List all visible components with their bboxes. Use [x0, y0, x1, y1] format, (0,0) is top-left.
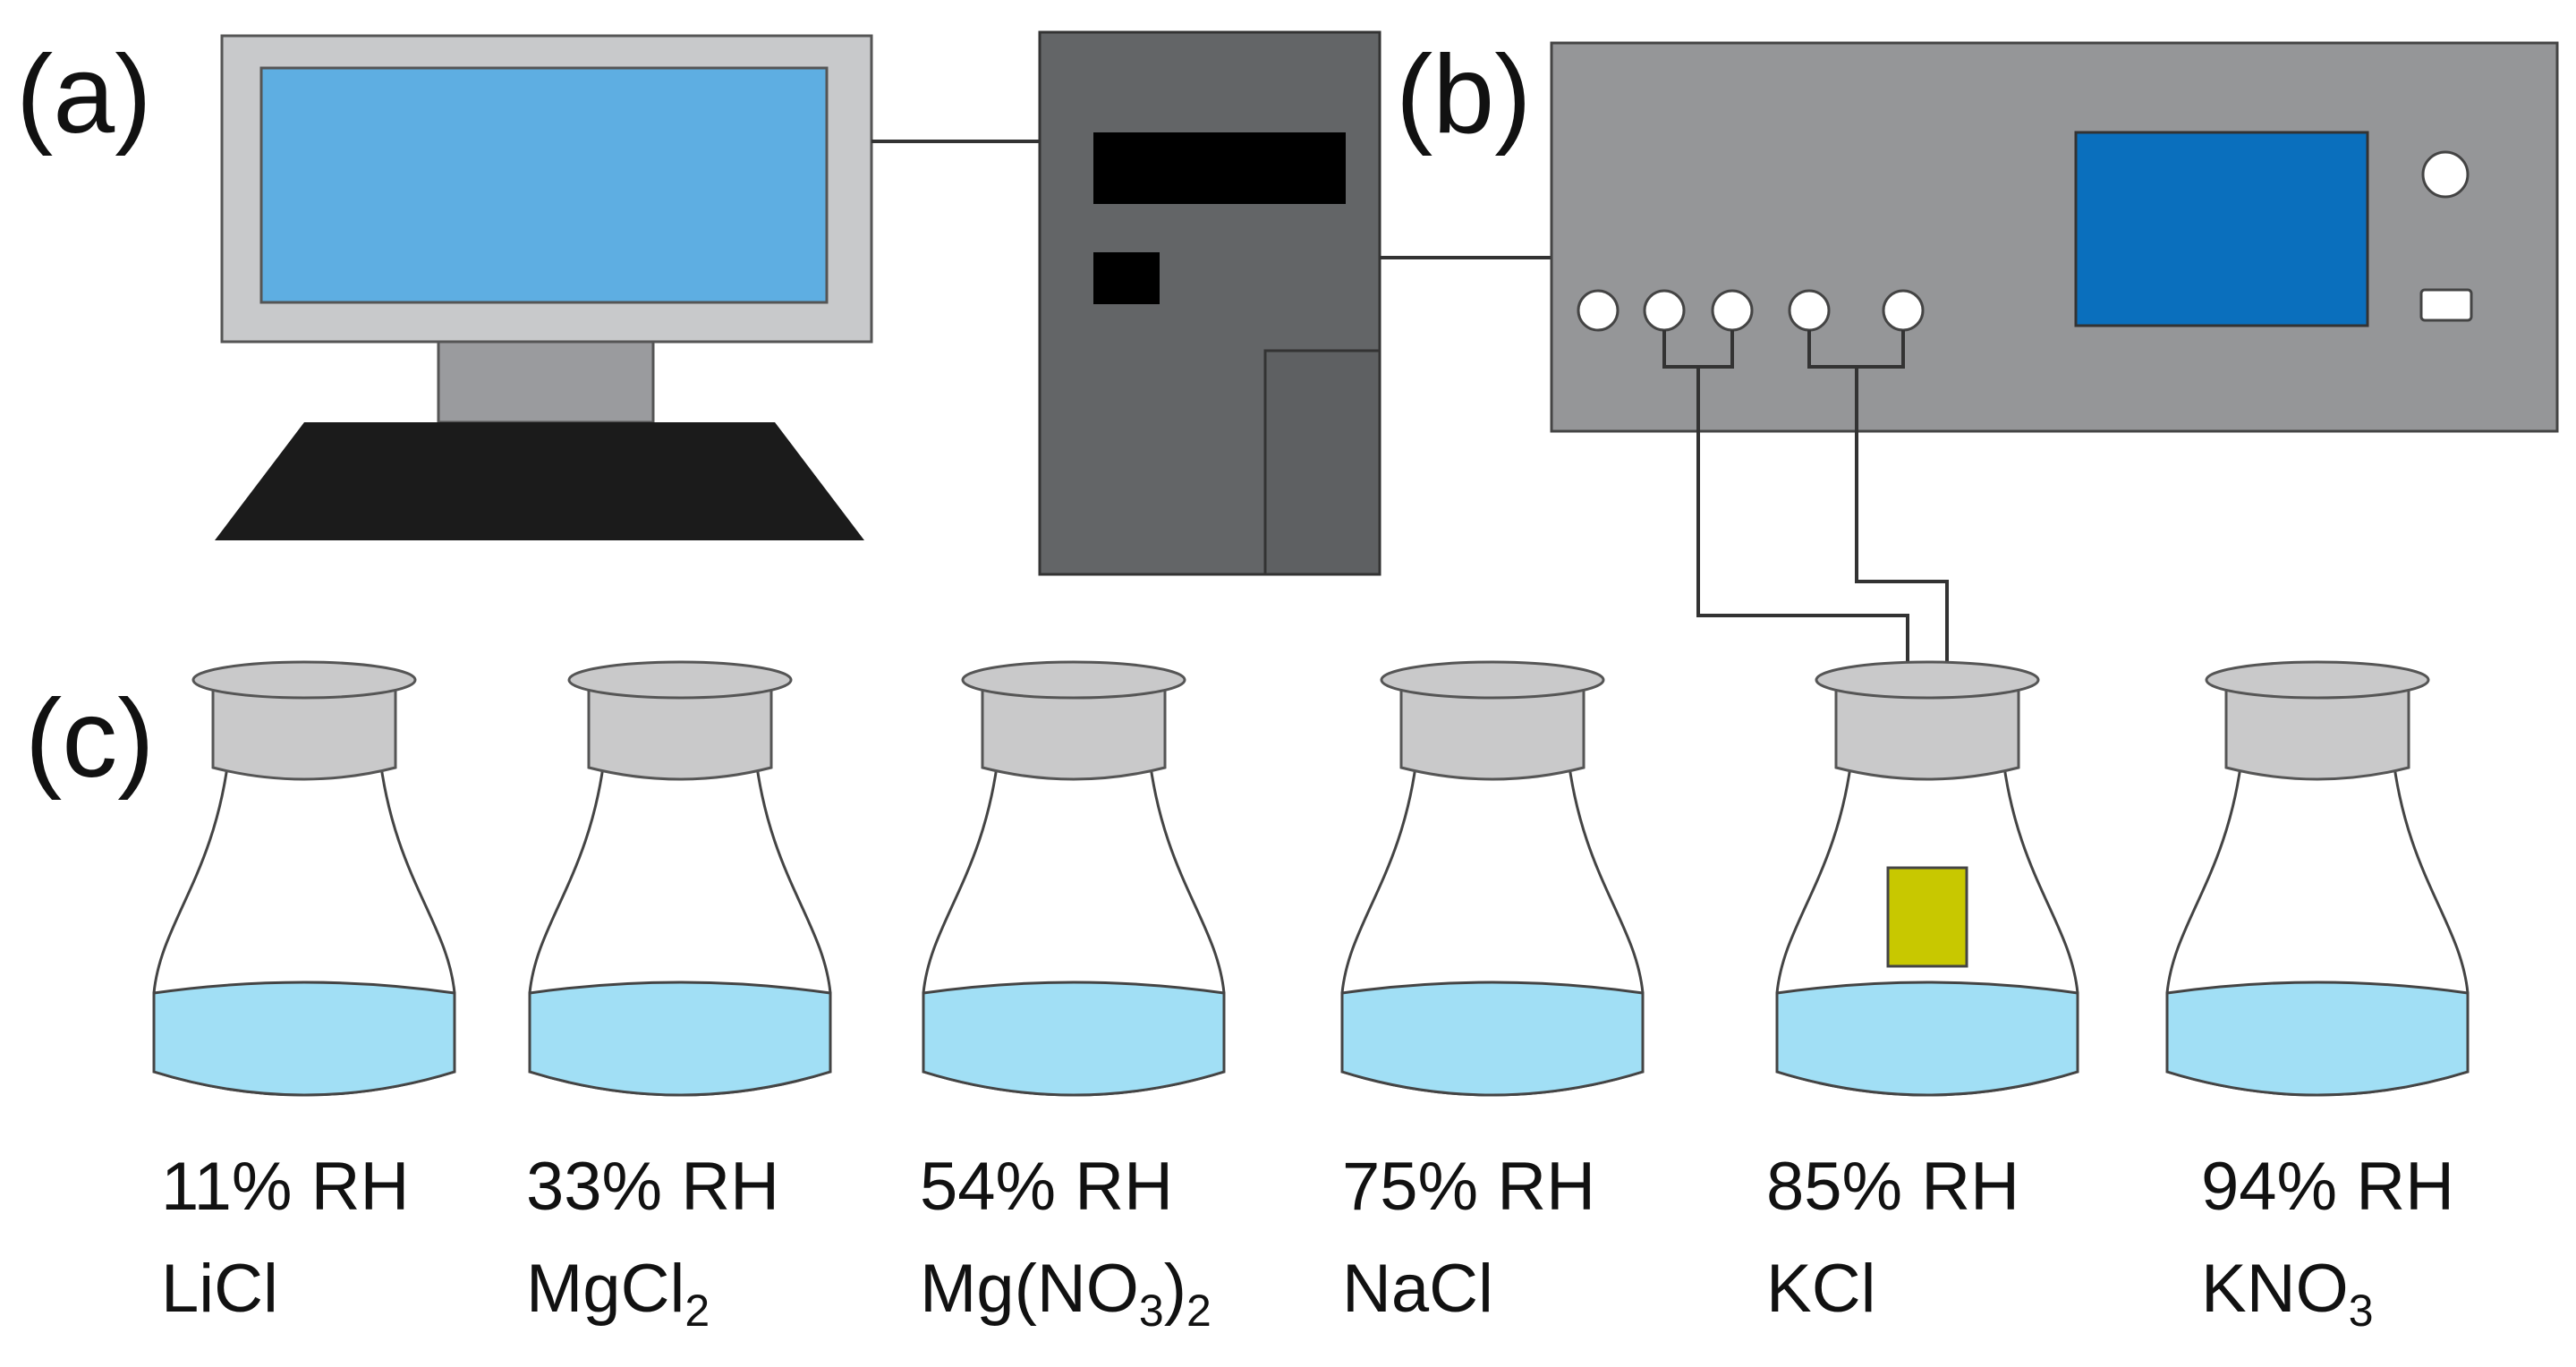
- rh-label: 11% RH: [161, 1149, 409, 1225]
- bottle-cap-rim: [1815, 660, 2040, 700]
- salt-solution: [922, 981, 1226, 1097]
- salt-formula: LiCl: [161, 1251, 278, 1327]
- panel-label-b: (b): [1396, 33, 1532, 157]
- rh-label: 54% RH: [920, 1149, 1173, 1225]
- instrument-screen: [2074, 131, 2369, 327]
- bottle: 33% RH MgCl2: [526, 660, 832, 1336]
- terminal-1: [1577, 289, 1620, 332]
- monitor-screen: [259, 66, 829, 304]
- salt-subscript: 2: [1186, 1286, 1211, 1336]
- bottle-cap: [2224, 682, 2410, 781]
- tower-drive-slot: [1093, 132, 1346, 204]
- rh-label: 33% RH: [526, 1149, 779, 1225]
- bottle-cap-rim: [1380, 660, 1605, 700]
- salt-subscript: 3: [2349, 1286, 2374, 1336]
- salt-formula-tail: ): [1164, 1251, 1186, 1327]
- salt-label: LiCl: [161, 1251, 278, 1327]
- humidity-sensor: [1886, 866, 1968, 968]
- salt-subscript: 3: [1139, 1286, 1164, 1336]
- monitor: [215, 34, 873, 540]
- salt-label: Mg(NO3)2: [920, 1251, 1211, 1336]
- rh-label: 94% RH: [2201, 1149, 2454, 1225]
- bottle-cap: [1399, 682, 1586, 781]
- salt-formula: MgCl: [526, 1251, 684, 1327]
- panel-label-a: (a): [16, 33, 152, 157]
- tower-panel: [1263, 349, 1382, 576]
- bottle: 75% RH NaCl: [1340, 660, 1645, 1327]
- salt-solution: [1340, 981, 1645, 1097]
- bottle-cap: [587, 682, 773, 781]
- rh-label: 85% RH: [1766, 1149, 2019, 1225]
- salt-formula: NaCl: [1342, 1251, 1493, 1327]
- sensor-layer: [1886, 866, 1968, 968]
- salt-formula: KCl: [1766, 1251, 1875, 1327]
- salt-label: KNO3: [2201, 1251, 2374, 1336]
- bottle: 85% RH KCl: [1766, 660, 2079, 1327]
- instrument-body: [1550, 41, 2559, 433]
- tower-small-slot: [1093, 252, 1160, 304]
- bottle-cap-rim: [961, 660, 1186, 700]
- monitor-stand: [437, 340, 655, 424]
- panel-label-c: (c): [25, 677, 155, 801]
- terminal-4: [1788, 289, 1831, 332]
- bottle-cap: [1834, 682, 2020, 781]
- bottle-cap-rim: [567, 660, 793, 700]
- rh-label: 75% RH: [1342, 1149, 1595, 1225]
- terminal-5: [1882, 289, 1925, 332]
- power-knob: [2421, 150, 2470, 199]
- usb-port: [2419, 288, 2473, 322]
- salt-label: MgCl2: [526, 1251, 710, 1336]
- salt-solution: [152, 981, 456, 1097]
- keyboard: [215, 422, 864, 540]
- bottle-cap-rim: [191, 660, 417, 700]
- terminal-3: [1711, 289, 1754, 332]
- salt-solution: [528, 981, 832, 1097]
- salt-solution: [2165, 981, 2470, 1097]
- salt-formula: KNO: [2201, 1251, 2349, 1327]
- salt-subscript: 2: [684, 1286, 710, 1336]
- salt-formula: Mg(NO: [920, 1251, 1139, 1327]
- bottle: 11% RH LiCl: [152, 660, 456, 1327]
- terminal-2: [1643, 289, 1686, 332]
- bottle: 54% RH Mg(NO3)2: [920, 660, 1226, 1336]
- bottle-cap: [981, 682, 1167, 781]
- measurement-instrument: [1550, 41, 2559, 433]
- bottle-cap-rim: [2205, 660, 2430, 700]
- salt-label: NaCl: [1342, 1251, 1493, 1327]
- salt-label: KCl: [1766, 1251, 1875, 1327]
- salt-solution: [1775, 981, 2079, 1097]
- bottle-cap: [211, 682, 397, 781]
- computer-tower: [1038, 30, 1382, 576]
- bottle: 94% RH KNO3: [2165, 660, 2470, 1336]
